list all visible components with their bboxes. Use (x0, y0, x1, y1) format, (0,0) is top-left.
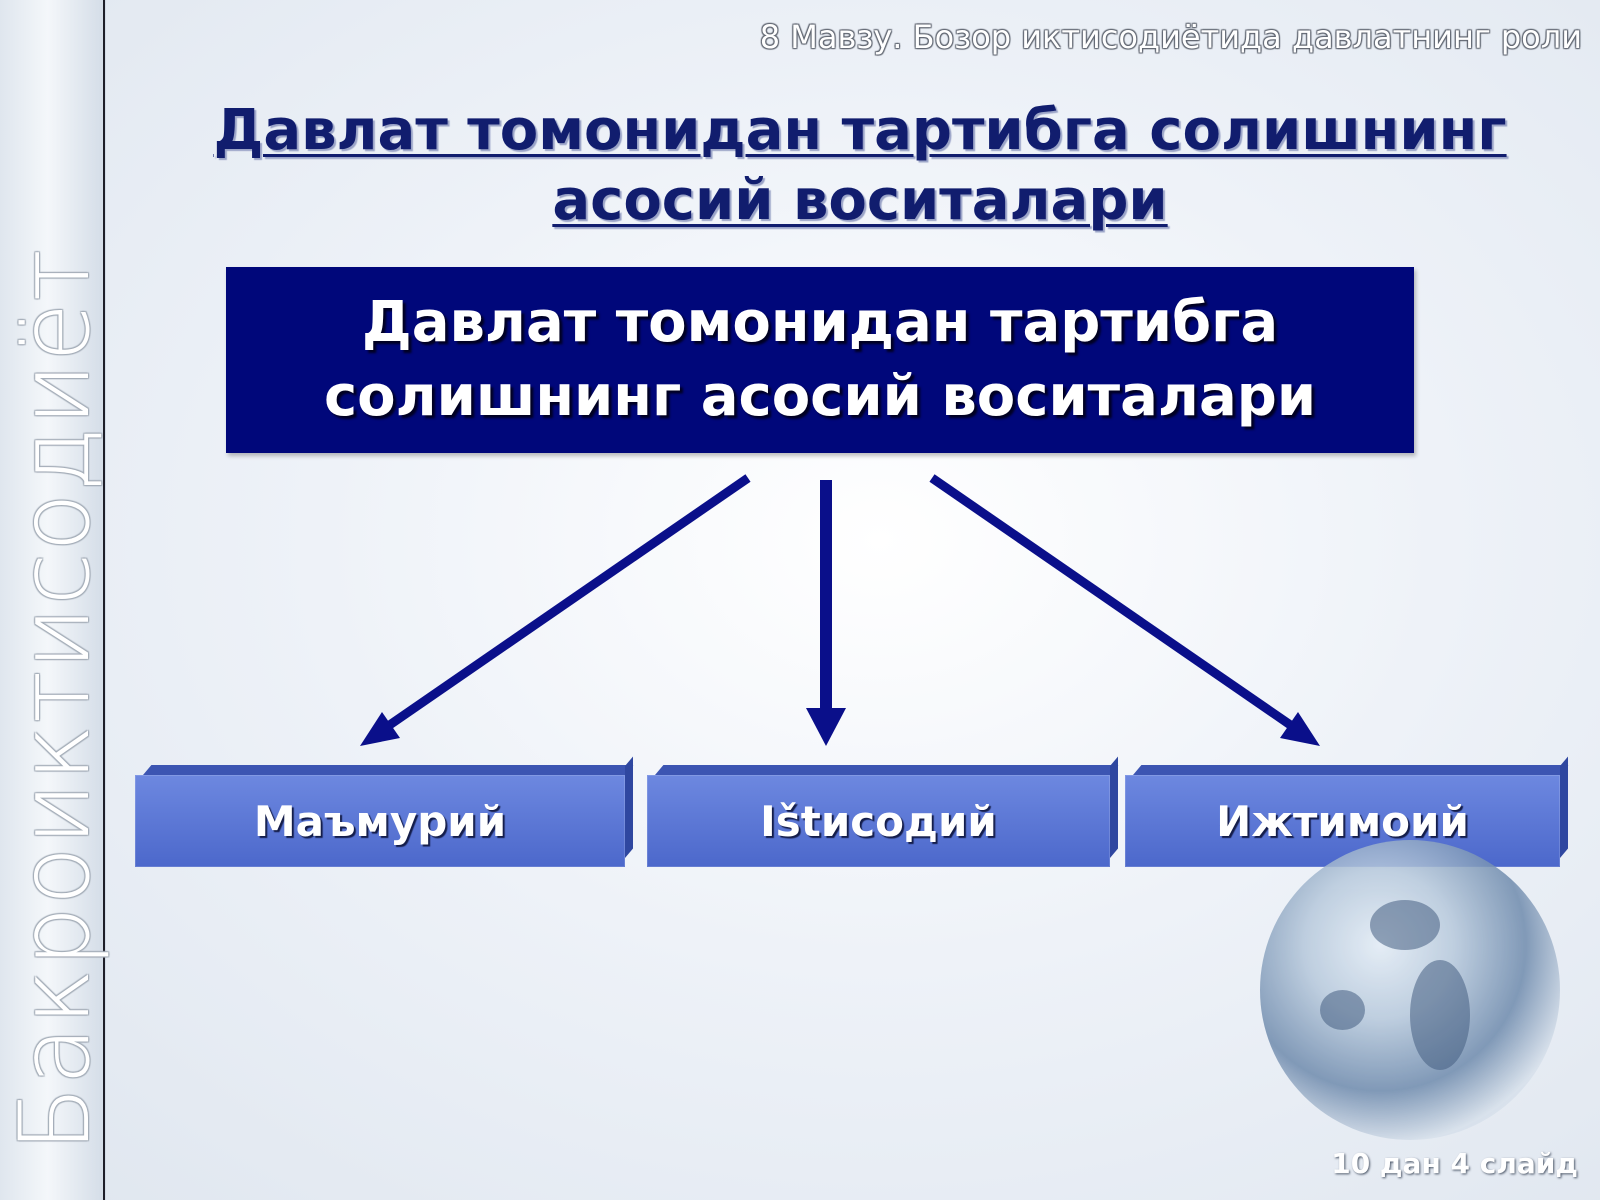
slide-title: Давлат томонидан тартибга солишнинг асос… (140, 96, 1580, 236)
slide-number: 10 дан 4 слайд (1331, 1147, 1578, 1180)
arrow-center (806, 480, 846, 746)
globe-icon (1260, 840, 1560, 1140)
root-node-line-1: Давлат томонидан тартибга (361, 290, 1279, 355)
child-node-label: Маъмурий (253, 796, 507, 846)
side-divider (103, 0, 105, 1200)
child-node-economic: Ištисодий (647, 775, 1110, 867)
slide-title-line-2: асосий воситалари (552, 168, 1168, 233)
root-node-text: Давлат томонидан тартибга солишнинг асос… (324, 286, 1316, 434)
arrow-right (929, 474, 1320, 746)
child-node-administrative: Маъмурий (135, 775, 625, 867)
child-node-social: Ижтимоий (1125, 775, 1560, 867)
side-band (0, 0, 106, 1200)
child-node-label: Ижтимоий (1216, 796, 1469, 846)
child-node-label: Ištисодий (760, 796, 997, 846)
arrow-left (360, 474, 751, 746)
root-node-line-2: солишнинг асосий воситалари (323, 364, 1317, 429)
root-node-box: Давлат томонидан тартибга солишнинг асос… (226, 267, 1414, 453)
slide-title-line-1: Давлат томонидан тартибга солишнинг (213, 98, 1507, 163)
topic-header: 8 Мавзу. Бозор иктисодиётида давлатнинг … (759, 18, 1582, 56)
